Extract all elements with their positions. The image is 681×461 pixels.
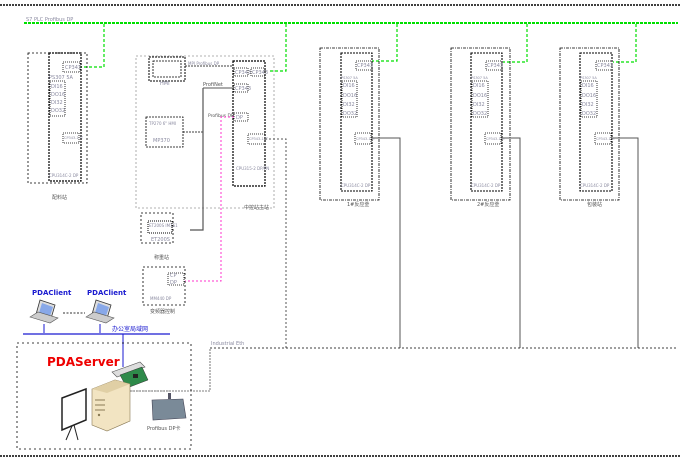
profibus-line <box>185 116 234 282</box>
industrial-ethernet-drops <box>265 137 639 348</box>
station-5-port: CP343-1 IT <box>596 137 616 141</box>
profinet-line <box>190 88 204 231</box>
station-3-cpu: CPU314C-2 DP <box>341 183 371 188</box>
server-tower-icon <box>91 379 131 432</box>
bus-drops <box>81 24 637 72</box>
aux-2-module: DP <box>170 280 177 286</box>
station-5-cp: CP343 <box>597 63 613 69</box>
main-panel-sub: MP370 <box>153 138 170 144</box>
station-4-io: DO16 <box>473 93 487 99</box>
station-4-cp: CP343 <box>487 63 503 69</box>
station-4-cpu: CPU314C-2 DP <box>471 183 501 188</box>
pda-server: PDAServer Profibus DP卡 <box>16 342 192 450</box>
server-device-label: Profibus DP卡 <box>147 425 180 432</box>
station-5-io: DO32 <box>582 111 596 117</box>
laptop-icon <box>29 299 59 324</box>
station-4-io-header: PS307 5A <box>471 76 488 80</box>
aux-1-caption: 称重站 <box>154 254 169 261</box>
station-3-port: CP343-1 IT <box>356 137 376 141</box>
main-station-caption: 中控站主站 <box>244 204 269 211</box>
station-4-io: DI16 <box>473 83 485 89</box>
station-4: CP343 PS307 5A DI16 DO16 DI32 DO32 CP343… <box>450 47 511 208</box>
station-5-caption: 包装站 <box>587 201 602 208</box>
network-card-icon <box>111 361 149 389</box>
station-5-io: DI32 <box>582 102 594 108</box>
main-station: HMI MPI Profibus DP CP343 CP343 CP343 Pr… <box>135 55 275 211</box>
laptop-icon <box>85 299 115 324</box>
projector-screen-icon <box>61 387 87 441</box>
profinet-label: ProfiNet <box>203 82 223 88</box>
main-module: CP343 <box>235 70 251 76</box>
station-3-io: DI32 <box>343 102 355 108</box>
station-1-caption: 配料站 <box>52 194 67 201</box>
station-3-caption: 1#反应釜 <box>347 201 369 208</box>
station-3: CP343 PS307 5A DI16 DO16 DI32 DO32 CP343… <box>319 47 380 208</box>
aux-2-caption: 变频器控制 <box>150 308 175 315</box>
station-4-port: CP343-1 IT <box>486 137 506 141</box>
station-1-io: DI32 <box>51 100 63 106</box>
main-module: CP343 <box>252 70 268 76</box>
station-1-io-header: PS307 5A <box>49 75 74 81</box>
station-5-cpu: CPU314C-2 DP <box>580 183 610 188</box>
station-1-cp: CP343 <box>65 65 81 71</box>
station-5: CP343 PS307 5A DI16 DO16 DI32 DO32 CP343… <box>559 47 620 208</box>
main-panel-label: TP270 6" HMI <box>148 121 176 126</box>
station-3-io: DO16 <box>343 93 357 99</box>
main-hmi-label: HMI <box>160 81 170 87</box>
main-cpu: CPU315-2 DP/PN <box>236 166 269 171</box>
station-1-port: CP343-1 IT <box>64 136 84 140</box>
main-module: CP343 <box>235 86 251 92</box>
profibus-label: Profibus DP <box>208 113 234 119</box>
server-eth-uplink <box>130 348 211 392</box>
station-4-io: DO32 <box>473 111 487 117</box>
station-3-io: DO32 <box>343 111 357 117</box>
server-title: PDAServer <box>47 355 120 369</box>
lan-label: 办公室局域网 <box>112 325 148 333</box>
station-1-io: DO32 <box>51 108 65 114</box>
station-1: CP343 PS307 5A DI16 DO16 DI32 DO32 CP343… <box>27 52 88 201</box>
station-3-cp: CP343 <box>357 63 373 69</box>
top-bus-label: S7 PLC Profibus DP <box>26 17 73 23</box>
pda-client-2-label: PDAClient <box>87 289 127 297</box>
station-1-io: DI16 <box>51 84 63 90</box>
station-1-io: DO16 <box>51 92 65 98</box>
main-hmi-link-label: MPI Profibus DP <box>188 61 220 66</box>
station-3-io: DI16 <box>343 83 355 89</box>
pda-clients: PDAClient PDAClient <box>29 289 127 333</box>
station-4-io: DI32 <box>473 102 485 108</box>
station-3-io-header: PS307 5A <box>341 76 358 80</box>
main-module: DP <box>236 115 243 121</box>
station-5-io: DO16 <box>582 93 596 99</box>
station-1-cpu: CPU314C-2 DP <box>49 173 79 178</box>
pda-client-1-label: PDAClient <box>32 289 72 297</box>
aux-1-title: ET200S IM151 <box>149 223 178 228</box>
main-cpu-port: CP343-1 IT <box>249 137 269 141</box>
aux-unit-weighing: ET200S IM151 ET200S 称重站 <box>140 212 178 261</box>
aux-1-sub: ET200S <box>151 237 170 243</box>
industrial-eth-label: Industrial Eth <box>211 341 244 347</box>
station-5-io-header: PS307 5A <box>580 76 597 80</box>
aux-unit-vfd: CP DP MM440 DP 变频器控制 <box>142 266 186 315</box>
station-4-caption: 2#反应釜 <box>477 201 499 208</box>
profibus-device-icon <box>151 393 187 421</box>
aux-2-module: CP <box>170 273 177 279</box>
station-5-io: DI16 <box>582 83 594 89</box>
aux-2-sub: MM440 DP <box>150 296 172 301</box>
